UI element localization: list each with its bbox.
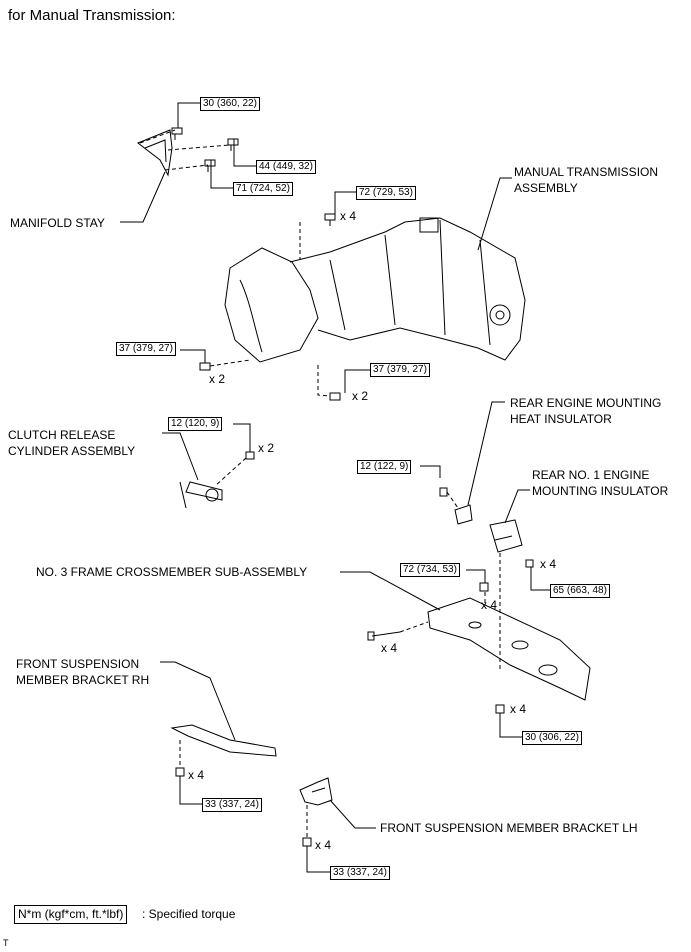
bracket-rh — [170, 724, 277, 757]
label-heat-insulator-2: HEAT INSULATOR — [510, 412, 612, 426]
qty-label: x 2 — [209, 372, 226, 386]
bolt-37-left — [199, 362, 211, 371]
bolt-33-lh — [302, 837, 312, 847]
label-mt-assembly-2: ASSEMBLY — [514, 181, 578, 195]
torque-box: 65 (663, 48) — [550, 584, 610, 598]
legend-text: : Specified torque — [142, 907, 236, 921]
label-front-rh-1: FRONT SUSPENSION — [16, 657, 140, 671]
torque-box: 33 (337, 24) — [330, 866, 390, 880]
torque-box: 37 (379, 27) — [116, 342, 176, 356]
label-manifold-stay: MANIFOLD STAY — [10, 216, 105, 230]
label-crossmember: NO. 3 FRAME CROSSMEMBER SUB-ASSEMBLY — [36, 565, 308, 579]
torque-box: 33 (337, 24) — [202, 798, 262, 812]
torque-box: 71 (724, 52) — [233, 182, 293, 196]
torque-box: 72 (734, 53) — [400, 563, 460, 577]
legend-units-box: N*m (kgf*cm, ft.*lbf) — [14, 905, 128, 924]
qty-label: x 4 — [188, 768, 205, 782]
torque-box: 72 (729, 53) — [356, 186, 416, 200]
manifold-stay-inner — [144, 139, 167, 163]
heat-insulator — [454, 504, 473, 525]
label-front-rh-2: MEMBER BRACKET RH — [16, 673, 150, 687]
label-clutch-1: CLUTCH RELEASE — [8, 428, 116, 442]
bolt-33-rh — [175, 767, 185, 777]
bracket-lh — [299, 777, 333, 806]
label-mt-assembly-1: MANUAL TRANSMISSION — [514, 165, 659, 179]
qty-label: x 4 — [340, 209, 357, 223]
bolt-12-heat — [439, 487, 448, 497]
torque-box: 12 (122, 9) — [357, 460, 412, 474]
manifold-stay — [137, 129, 173, 177]
torque-box: 30 (360, 22) — [200, 97, 260, 111]
label-front-lh: FRONT SUSPENSION MEMBER BRACKET LH — [380, 821, 638, 835]
bolt-12-clutch — [245, 451, 255, 460]
bolt-65 — [525, 559, 534, 568]
shift-tower — [419, 217, 439, 233]
label-heat-insulator-1: REAR ENGINE MOUNTING — [510, 396, 662, 410]
torque-box: 37 (379, 27) — [370, 363, 430, 377]
transmission-bellhousing — [224, 247, 319, 363]
qty-label: x 4 — [510, 702, 527, 716]
label-rear-no1-1: REAR NO. 1 ENGINE — [532, 468, 650, 482]
bolt-manifold-3 — [204, 159, 216, 172]
qty-label: x 4 — [481, 598, 498, 612]
qty-label: x 2 — [258, 441, 275, 455]
bolt-manifold-1 — [171, 127, 183, 140]
label-rear-no1-2: MOUNTING INSULATOR — [532, 484, 669, 498]
qty-label: x 4 — [540, 557, 557, 571]
output-flange — [489, 304, 511, 326]
qty-label: x 4 — [315, 838, 332, 852]
clutch-cylinder — [179, 481, 223, 509]
transmission-case — [289, 217, 526, 361]
crossmember — [427, 597, 591, 701]
corner-mark: T — [3, 938, 9, 948]
qty-label: x 2 — [352, 389, 369, 403]
bolt-long-cross — [367, 631, 401, 641]
torque-box: 44 (449, 32) — [256, 160, 316, 174]
torque-box: 30 (306, 22) — [522, 731, 582, 745]
bolt-72-cross — [479, 582, 489, 592]
bolt-manifold-2 — [227, 138, 239, 151]
bolt-37-right — [329, 392, 341, 401]
label-clutch-2: CYLINDER ASSEMBLY — [8, 444, 136, 458]
qty-label: x 4 — [381, 641, 398, 655]
bolt-30-bottom — [495, 704, 505, 714]
torque-box: 12 (120, 9) — [168, 417, 223, 431]
page-title: for Manual Transmission: — [8, 7, 176, 24]
rear-mount-insulator — [489, 519, 523, 553]
bolt-x4-top — [324, 213, 336, 226]
